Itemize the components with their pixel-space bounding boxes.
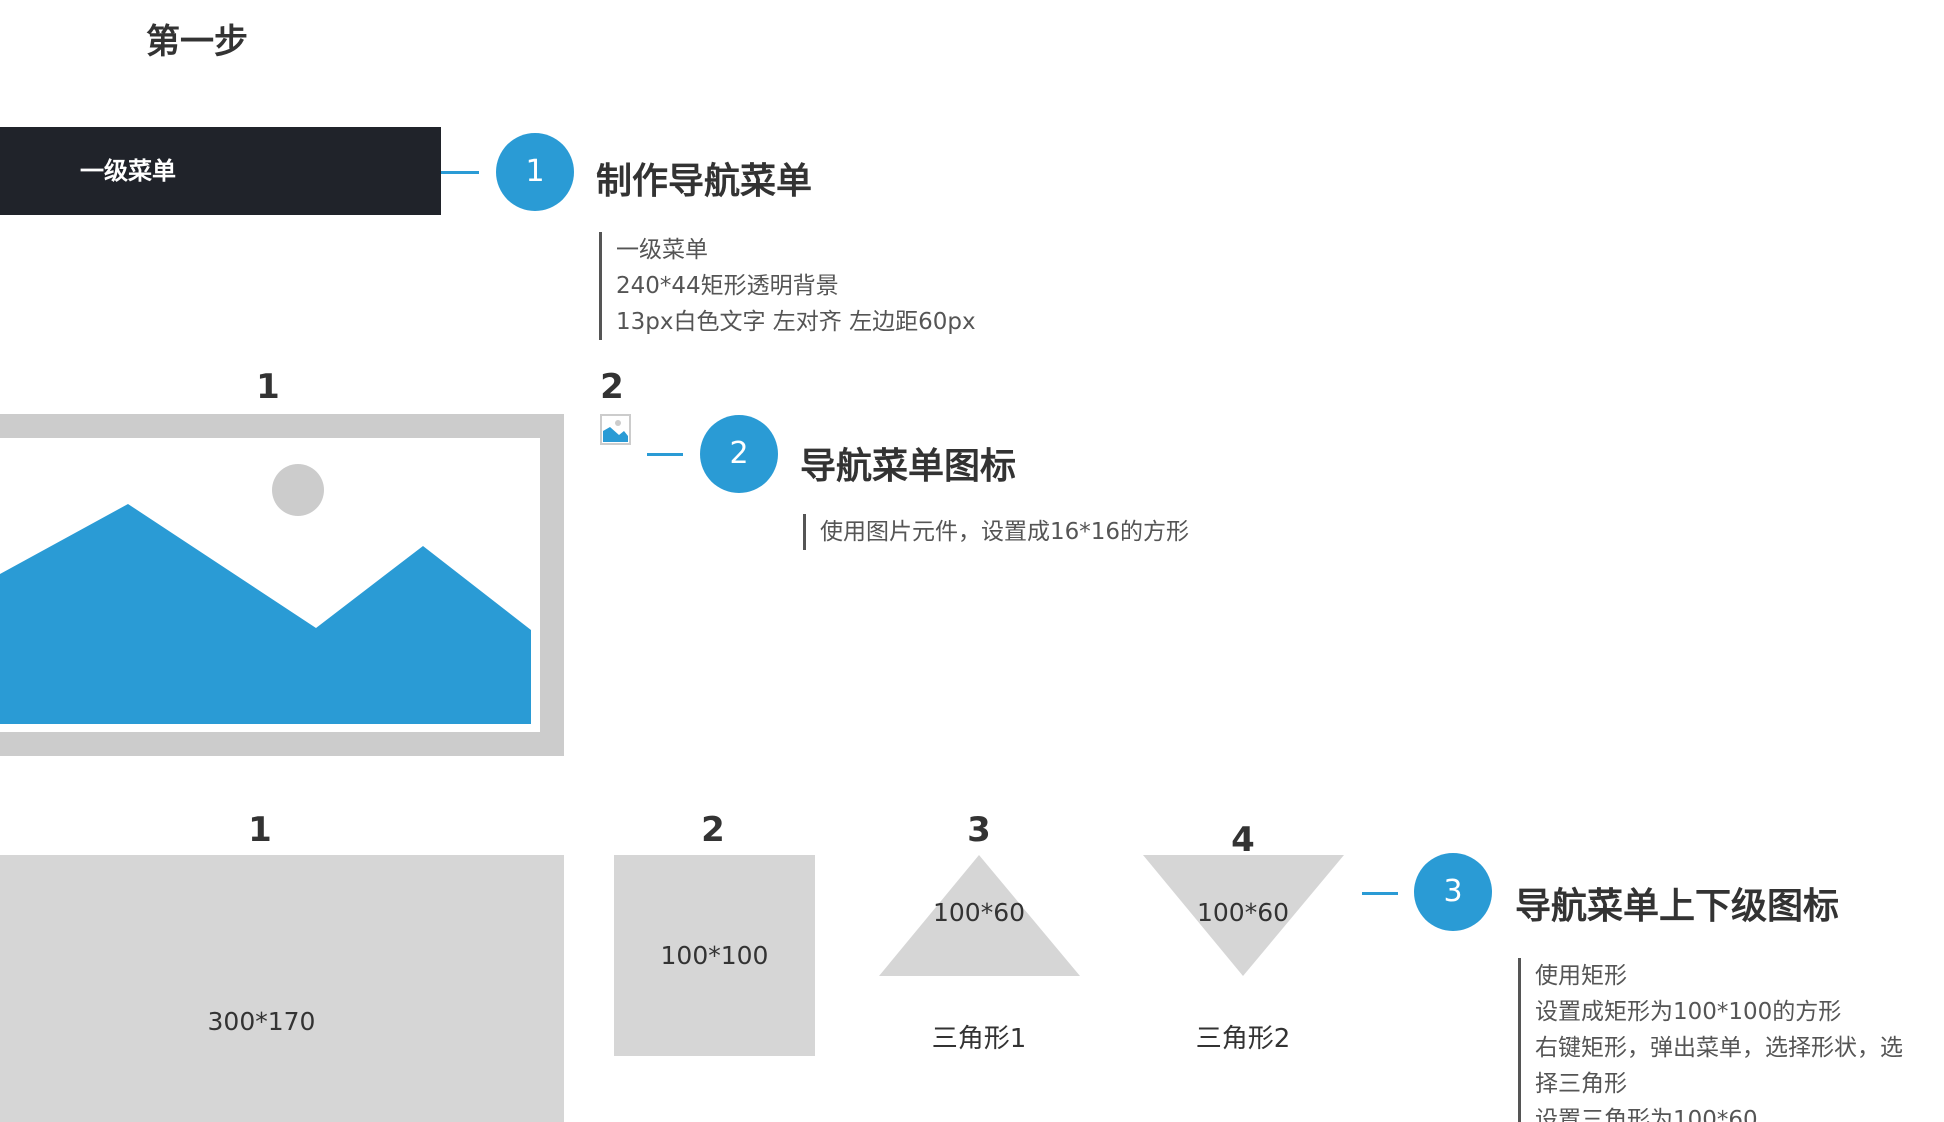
connector-line-3	[1362, 892, 1398, 895]
shape-item-number-1: 1	[248, 810, 272, 850]
note-3-line: 使用矩形	[1535, 963, 1627, 989]
square-size-label: 100*100	[660, 941, 769, 970]
image-item-number-2: 2	[600, 367, 624, 407]
note-3-line: 设置三角形为100*60	[1535, 1107, 1758, 1122]
note-body-2: 使用图片元件，设置成16*16的方形	[803, 514, 1189, 550]
note-body-1: 一级菜单 240*44矩形透明背景 13px白色文字 左对齐 左边距60px	[599, 232, 976, 340]
small-image-placeholder-icon	[600, 414, 631, 445]
note-3-line: 设置成矩形为100*100的方形	[1535, 999, 1842, 1025]
note-body-3: 使用矩形 设置成矩形为100*100的方形 右键矩形，弹出菜单，选择形状，选 择…	[1518, 958, 1903, 1122]
step-badge-3: 3	[1414, 853, 1492, 931]
triangle-1-caption: 三角形1	[931, 1024, 1027, 1054]
triangle-2-caption: 三角形2	[1195, 1024, 1291, 1054]
note-1-line: 13px白色文字 左对齐 左边距60px	[616, 309, 976, 335]
shape-item-number-4: 4	[1231, 820, 1255, 860]
note-2-line: 使用图片元件，设置成16*16的方形	[820, 519, 1190, 545]
note-1-line: 240*44矩形透明背景	[616, 273, 839, 299]
image-item-number-1: 1	[256, 367, 280, 407]
triangle-up-shape	[879, 855, 1080, 976]
note-1-line: 一级菜单	[616, 237, 708, 263]
note-3-line: 右键矩形，弹出菜单，选择形状，选	[1535, 1035, 1903, 1061]
note-title-2: 导航菜单图标	[800, 446, 1017, 487]
rectangle-300x170: 300*170	[0, 855, 564, 1122]
note-3-line: 择三角形	[1535, 1071, 1627, 1097]
shape-item-number-2: 2	[701, 810, 725, 850]
triangle-1-size-label: 100*60	[932, 898, 1026, 927]
image-placeholder-icon	[0, 414, 564, 756]
note-title-1: 制作导航菜单	[596, 161, 813, 202]
step-badge-2: 2	[700, 415, 778, 493]
step-badge-1: 1	[496, 133, 574, 211]
mountain-sun-icon	[0, 464, 531, 724]
rectangle-size-label: 300*170	[207, 1007, 316, 1036]
note-title-3: 导航菜单上下级图标	[1515, 886, 1840, 927]
menu-bar-label: 一级菜单	[80, 157, 176, 185]
square-100x100: 100*100	[614, 855, 815, 1056]
shape-item-number-3: 3	[967, 810, 991, 850]
connector-line-1	[441, 171, 479, 174]
step-title: 第一步	[146, 22, 248, 62]
triangle-down-shape	[1143, 855, 1344, 976]
first-level-menu-bar[interactable]: 一级菜单	[0, 127, 441, 215]
triangle-2-size-label: 100*60	[1196, 898, 1290, 927]
connector-line-2	[647, 453, 683, 456]
